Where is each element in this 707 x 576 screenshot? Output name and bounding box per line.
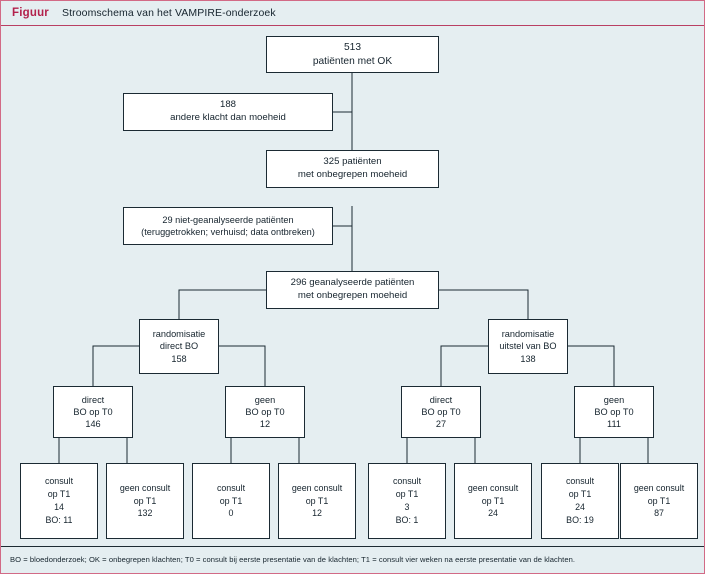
node-line: consult [565, 476, 595, 487]
node-line: op T1 [647, 495, 671, 506]
node-line: geen consult [119, 482, 171, 493]
figure-footer: BO = bloedonderzoek; OK = onbegrepen kla… [1, 546, 704, 573]
node-line: BO op T0 [245, 406, 285, 417]
node-leaf-consult-0: consult op T1 0 [192, 463, 270, 539]
node-leaf-no-consult-87: geen consult op T1 87 [620, 463, 698, 539]
node-line: met onbegrepen moeheid [297, 169, 408, 180]
node-line: consult [216, 482, 246, 493]
node-line: randomisatie [501, 329, 555, 340]
figure-kicker: Figuur [12, 7, 49, 19]
node-line: op T1 [568, 489, 592, 500]
node-line: 111 [607, 419, 621, 430]
node-leaf-consult-14: consult op T1 14 BO: 11 [20, 463, 98, 539]
node-line: (teruggetrokken; verhuisd; data ontbreke… [141, 227, 315, 237]
node-t0-none-12: geen BO op T0 12 [225, 386, 305, 438]
node-line: andere klacht dan moeheid [170, 112, 286, 123]
node-line: op T1 [305, 495, 329, 506]
node-line: 29 niet-geanalyseerde patiënten [162, 214, 294, 225]
node-line: randomisatie [152, 329, 206, 340]
node-t0-none-111: geen BO op T0 111 [574, 386, 654, 438]
node-line: uitstel van BO [499, 341, 557, 352]
node-leaf-no-consult-24: geen consult op T1 24 [454, 463, 532, 539]
node-line: met onbegrepen moeheid [297, 290, 408, 301]
node-line: op T1 [395, 489, 419, 500]
node-line: direct [81, 394, 105, 405]
node-line: BO: 11 [45, 514, 73, 525]
node-line: 27 [435, 419, 447, 430]
connector-lines [58, 73, 649, 463]
node-line: 138 [520, 353, 536, 364]
node-leaf-consult-3: consult op T1 3 BO: 1 [368, 463, 446, 539]
node-line: 12 [312, 508, 322, 519]
node-line: 87 [654, 508, 664, 519]
node-line: direct [429, 394, 453, 405]
node-line: direct BO [159, 341, 199, 352]
node-randomisation-direct-bo: randomisatie direct BO 158 [139, 319, 219, 374]
node-line: 513 [344, 42, 361, 54]
node-line: 146 [85, 419, 101, 430]
figure-header: Figuur Stroomschema van het VAMPIRE-onde… [1, 1, 704, 26]
node-line: 24 [488, 508, 498, 519]
node-line: geen consult [467, 482, 519, 493]
node-leaf-no-consult-12: geen consult op T1 12 [278, 463, 356, 539]
node-t0-direct-27: direct BO op T0 27 [401, 386, 481, 438]
node-line: geen consult [633, 482, 685, 493]
node-leaf-no-consult-132: geen consult op T1 132 [106, 463, 184, 539]
node-line: geen consult [291, 482, 343, 493]
node-line: 132 [137, 508, 153, 519]
abbreviation-legend: BO = bloedonderzoek; OK = onbegrepen kla… [10, 555, 576, 565]
node-line: BO op T0 [73, 406, 113, 417]
node-line: op T1 [481, 495, 505, 506]
node-line: BO: 19 [566, 514, 594, 525]
node-line: patiënten met OK [312, 55, 393, 67]
node-line: 158 [171, 353, 187, 364]
node-line: geen [603, 394, 625, 405]
node-513-patients: 513 patiënten met OK [266, 36, 439, 73]
node-line: BO: 1 [395, 514, 419, 525]
node-line: op T1 [219, 495, 243, 506]
node-line: consult [392, 476, 422, 487]
node-line: 325 patiënten [323, 156, 382, 168]
flowchart: 513 patiënten met OK 188 andere klacht d… [1, 26, 704, 547]
node-296-analysed: 296 geanalyseerde patiënten met onbegrep… [266, 271, 439, 309]
figure-caption: Stroomschema van het VAMPIRE-onderzoek [61, 7, 276, 19]
node-line: 24 [575, 502, 585, 512]
node-29-not-analysed: 29 niet-geanalyseerde patiënten (terugge… [123, 207, 333, 245]
node-line: op T1 [47, 489, 71, 500]
node-line: 3 [404, 502, 410, 512]
node-line: 296 geanalyseerde patiënten [290, 277, 415, 289]
node-line: 188 [219, 99, 236, 111]
node-line: BO op T0 [421, 406, 461, 417]
node-t0-direct-146: direct BO op T0 146 [53, 386, 133, 438]
node-line: consult [44, 476, 74, 487]
node-line: 14 [54, 502, 64, 512]
node-line: op T1 [133, 495, 157, 506]
node-randomisation-delayed-bo: randomisatie uitstel van BO 138 [488, 319, 568, 374]
node-line: 0 [228, 508, 234, 519]
node-line: 12 [259, 419, 271, 430]
node-line: BO op T0 [594, 406, 634, 417]
node-325-unexplained-fatigue: 325 patiënten met onbegrepen moeheid [266, 150, 439, 188]
node-188-other-complaint: 188 andere klacht dan moeheid [123, 93, 333, 131]
node-line: geen [254, 394, 276, 405]
node-leaf-consult-24: consult op T1 24 BO: 19 [541, 463, 619, 539]
